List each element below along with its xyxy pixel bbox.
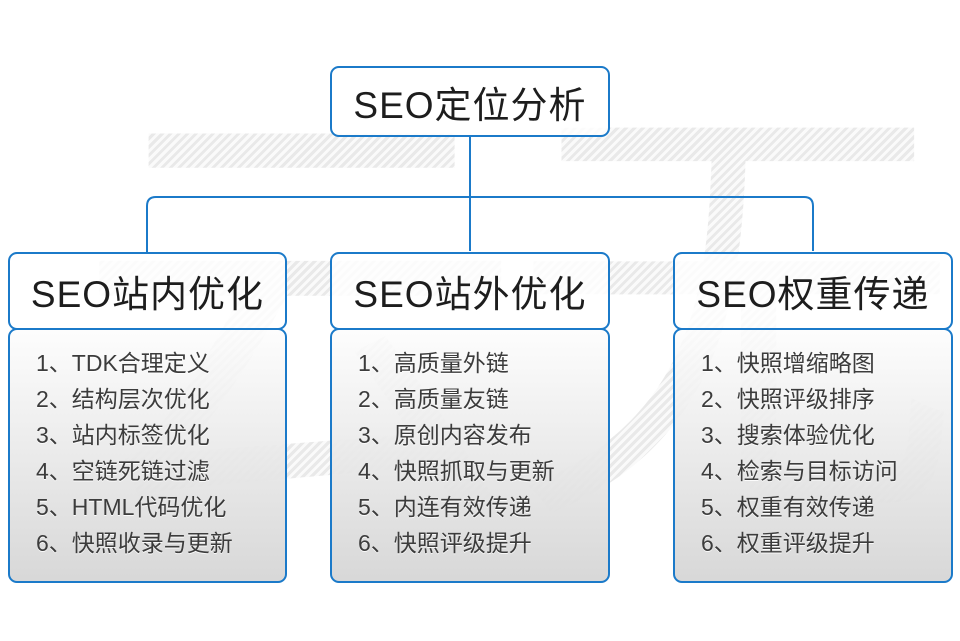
column-weight-transfer: SEO权重传递 1、快照增缩略图 2、快照评级排序 3、搜索体验优化 4、检索与… (673, 252, 953, 583)
list-item: 6、权重评级提升 (701, 530, 875, 556)
list-item: 3、站内标签优化 (36, 422, 210, 448)
list-item: 5、权重有效传递 (701, 494, 875, 520)
list-item: 2、结构层次优化 (36, 386, 210, 412)
column-title: SEO权重传递 (696, 274, 930, 315)
column-onsite-optimization: SEO站内优化 1、TDK合理定义 2、结构层次优化 3、站内标签优化 4、空链… (8, 252, 287, 583)
list-item: 5、HTML代码优化 (36, 494, 227, 520)
list-item: 1、高质量外链 (358, 350, 509, 376)
column-list: 1、TDK合理定义 2、结构层次优化 3、站内标签优化 4、空链死链过滤 5、H… (8, 328, 287, 583)
list-item: 6、快照评级提升 (358, 530, 532, 556)
column-list: 1、高质量外链 2、高质量友链 3、原创内容发布 4、快照抓取与更新 5、内连有… (330, 328, 610, 583)
column-title: SEO站内优化 (30, 274, 265, 315)
connector-bracket (146, 196, 814, 253)
list-item: 2、高质量友链 (358, 386, 509, 412)
list-item: 3、原创内容发布 (358, 422, 532, 448)
list-item: 1、TDK合理定义 (36, 350, 210, 376)
list-item: 5、内连有效传递 (358, 494, 532, 520)
list-item: 2、快照评级排序 (701, 386, 875, 412)
column-list: 1、快照增缩略图 2、快照评级排序 3、搜索体验优化 4、检索与目标访问 5、权… (673, 328, 953, 583)
list-item: 1、快照增缩略图 (701, 350, 875, 376)
list-item: 4、空链死链过滤 (36, 458, 210, 484)
list-item: 3、搜索体验优化 (701, 422, 875, 448)
list-item: 4、检索与目标访问 (701, 458, 898, 484)
root-node: SEO定位分析 (330, 66, 610, 137)
column-header: SEO站内优化 (8, 252, 287, 330)
column-offsite-optimization: SEO站外优化 1、高质量外链 2、高质量友链 3、原创内容发布 4、快照抓取与… (330, 252, 610, 583)
column-title: SEO站外优化 (353, 274, 587, 315)
column-header: SEO权重传递 (673, 252, 953, 330)
root-node-title: SEO定位分析 (353, 84, 587, 126)
list-item: 6、快照收录与更新 (36, 530, 233, 556)
list-item: 4、快照抓取与更新 (358, 458, 555, 484)
column-header: SEO站外优化 (330, 252, 610, 330)
